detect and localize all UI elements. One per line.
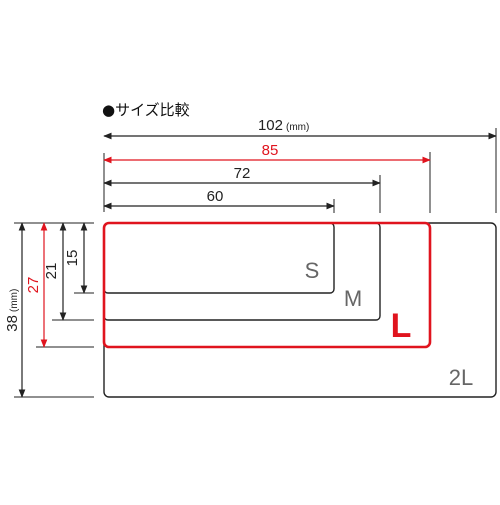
height-label-21: 21: [43, 263, 60, 280]
width-label-102: 102: [258, 117, 283, 134]
diagram-heading: ●サイズ比較: [102, 99, 190, 120]
unit-label-width: (mm): [286, 122, 309, 133]
unit-label-height: (mm): [9, 289, 20, 312]
heading-text: サイズ比較: [115, 101, 190, 119]
height-label-27: 27: [25, 277, 42, 294]
width-label-85: 85: [262, 142, 279, 159]
size-label-2l: 2L: [449, 365, 473, 390]
width-label-60: 60: [207, 188, 224, 205]
size-label-m: M: [344, 286, 362, 311]
width-label-72: 72: [234, 165, 251, 182]
rect-s: [103, 222, 335, 294]
size-label-l: L: [391, 307, 412, 345]
height-label-15: 15: [64, 250, 81, 267]
rect-m: [103, 222, 381, 321]
rect-l: [102, 221, 432, 349]
size-label-s: S: [305, 258, 320, 283]
rect-2l: [103, 222, 497, 398]
bullet-icon: ●: [102, 101, 116, 119]
height-label-38: 38: [4, 315, 21, 332]
